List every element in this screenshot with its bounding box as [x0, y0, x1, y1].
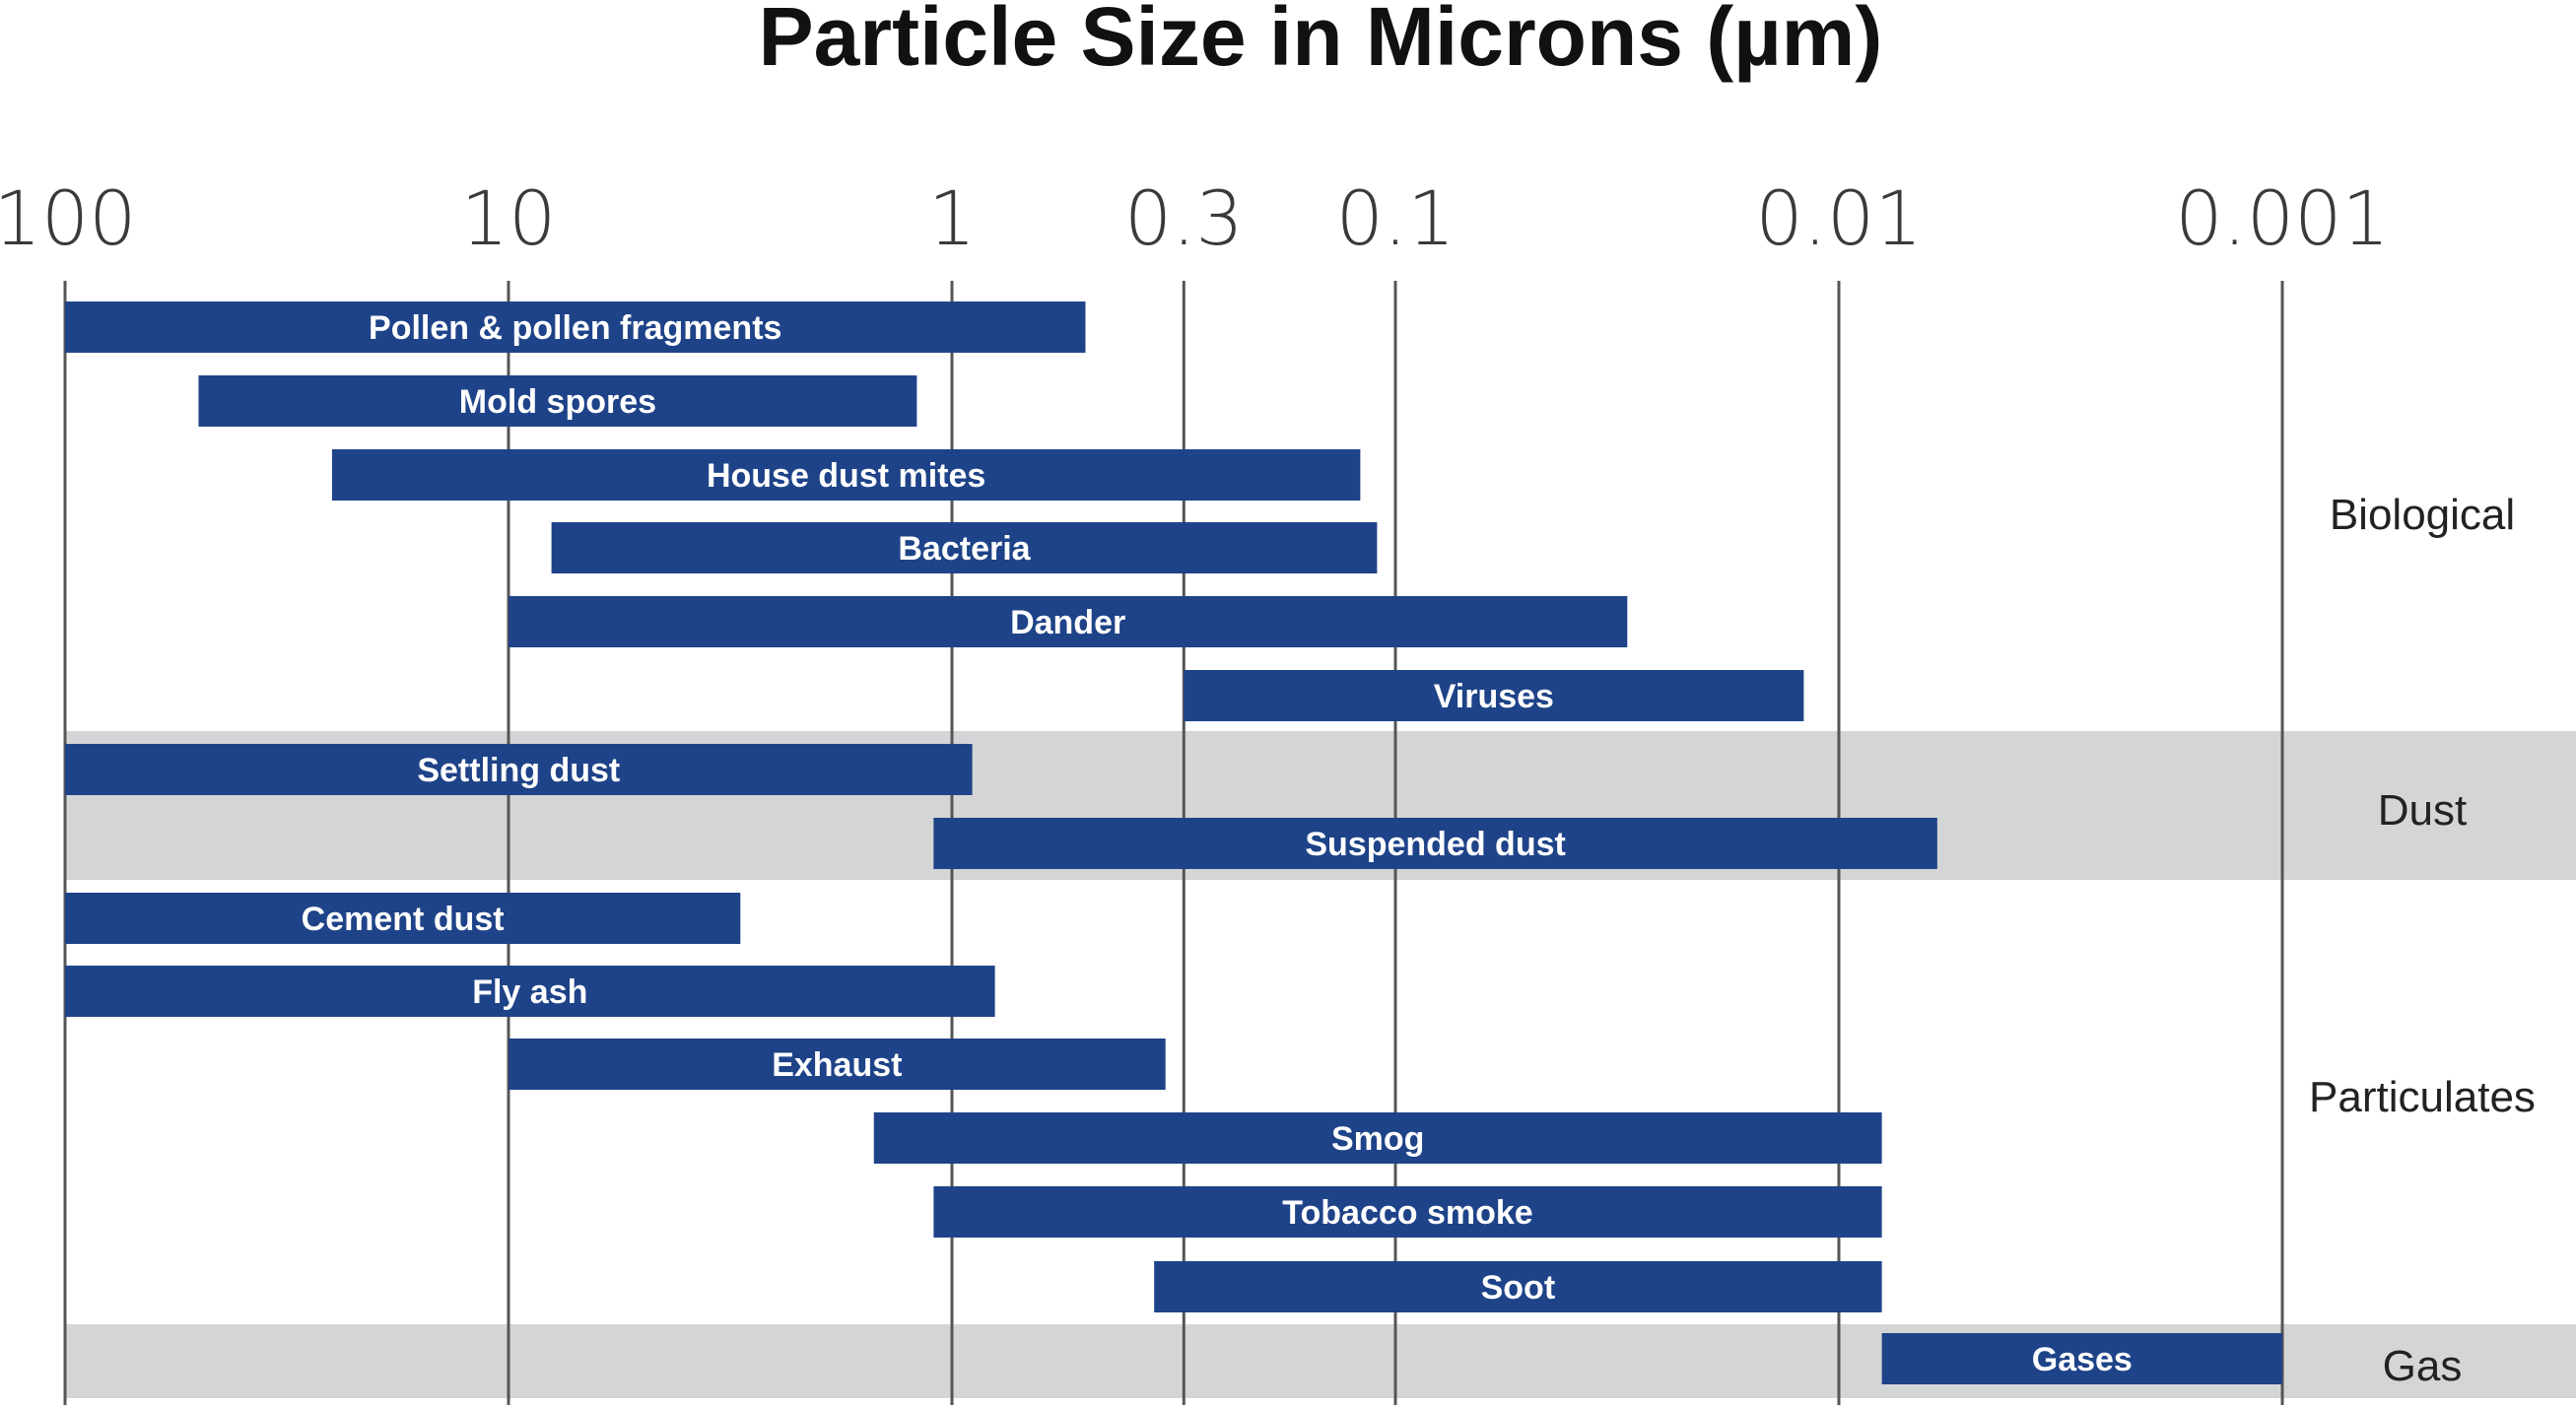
bar-house-dust-mites: [331, 449, 1361, 501]
bar-tobacco-smoke: [933, 1186, 1882, 1238]
bar-label-exhaust: Exhaust: [772, 1046, 902, 1084]
bar-label-fly-ash: Fly ash: [472, 973, 587, 1011]
bar-smog: [873, 1112, 1882, 1164]
bar-gases: [1881, 1333, 2282, 1384]
tick-label-0.1: 0.1: [1336, 174, 1456, 262]
bar-pollen-pollen-fragments: [65, 302, 1086, 353]
group-label-particulates: Particulates: [2309, 1073, 2536, 1121]
tick-label-0.01: 0.01: [1755, 174, 1922, 262]
tick-label-0.3: 0.3: [1124, 174, 1244, 262]
bar-label-pollen-pollen-fragments: Pollen & pollen fragments: [369, 309, 781, 347]
bar-label-bacteria: Bacteria: [898, 530, 1031, 568]
group-label-gas: Gas: [2383, 1342, 2463, 1390]
group-label-dust: Dust: [2378, 786, 2467, 835]
bar-label-smog: Smog: [1331, 1120, 1424, 1158]
bar-suspended-dust: [933, 818, 1937, 869]
bar-label-cement-dust: Cement dust: [302, 901, 505, 938]
bar-label-soot: Soot: [1481, 1269, 1556, 1307]
bar-soot: [1154, 1261, 1882, 1312]
bar-label-settling-dust: Settling dust: [417, 752, 620, 789]
bar-label-tobacco-smoke: Tobacco smoke: [1282, 1194, 1532, 1232]
bar-mold-spores: [198, 375, 917, 427]
bar-viruses: [1184, 670, 1804, 721]
tick-label-1: 1: [928, 174, 976, 262]
bar-fly-ash: [65, 966, 995, 1017]
tick-label-100: 100: [0, 174, 137, 262]
bar-label-mold-spores: Mold spores: [459, 383, 656, 421]
bar-label-gases: Gases: [2032, 1341, 2133, 1378]
bar-label-viruses: Viruses: [1434, 678, 1554, 715]
bar-exhaust: [508, 1039, 1166, 1090]
bar-label-suspended-dust: Suspended dust: [1305, 826, 1565, 863]
tick-label-10: 10: [461, 174, 557, 262]
group-label-biological: Biological: [2330, 491, 2515, 539]
bar-cement-dust: [65, 893, 741, 944]
bar-label-house-dust-mites: House dust mites: [707, 457, 985, 495]
bar-dander: [508, 596, 1628, 647]
bar-label-dander: Dander: [1010, 604, 1125, 641]
chart-title: Particle Size in Microns (µm): [759, 0, 1883, 83]
tick-label-0.001: 0.001: [2175, 174, 2390, 262]
bar-bacteria: [551, 522, 1378, 573]
bar-settling-dust: [65, 744, 973, 795]
x-axis-ticks: 100 10 1 0.3 0.1 0.01 0.001: [0, 174, 2390, 262]
